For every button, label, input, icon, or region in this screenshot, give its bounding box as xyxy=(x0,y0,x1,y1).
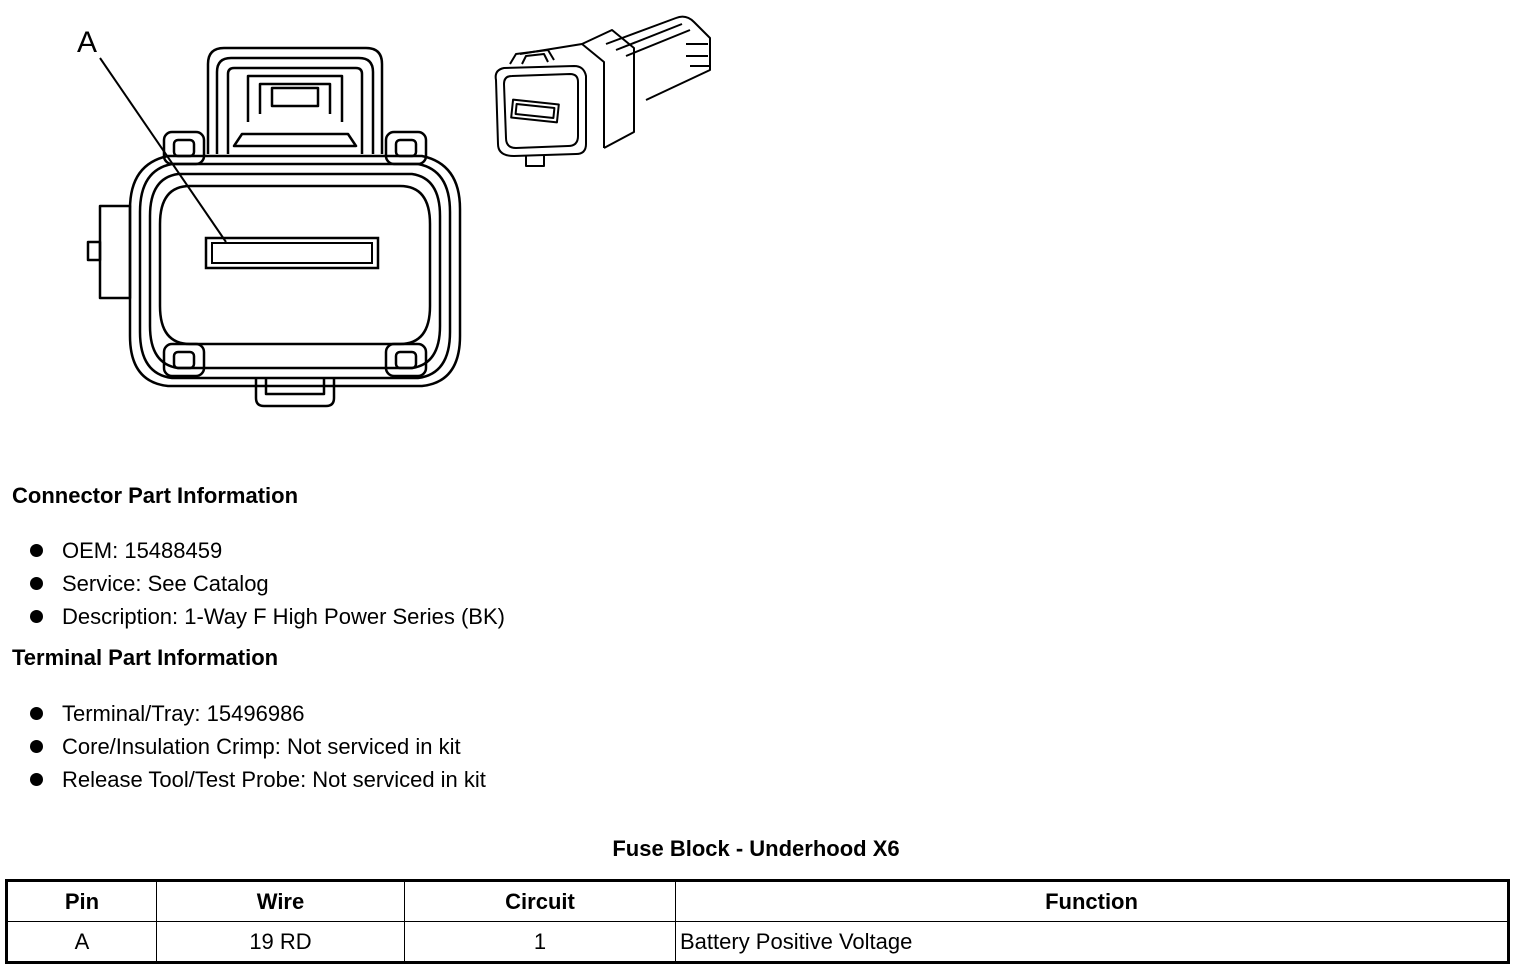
list-item: OEM: 15488459 xyxy=(28,534,505,567)
list-item-text: Terminal/Tray: 15496986 xyxy=(62,701,305,726)
list-item-text: Core/Insulation Crimp: Not serviced in k… xyxy=(62,734,461,759)
cell-wire: 19 RD xyxy=(156,921,405,963)
pin-table-title: Fuse Block - Underhood X6 xyxy=(612,836,900,861)
list-item: Core/Insulation Crimp: Not serviced in k… xyxy=(28,730,486,763)
terminal-info-heading: Terminal Part Information xyxy=(12,645,279,670)
connector-info-list: OEM: 15488459 Service: See Catalog Descr… xyxy=(28,534,505,633)
bullet-icon xyxy=(30,610,43,623)
column-header-circuit: Circuit xyxy=(404,880,676,922)
list-item: Terminal/Tray: 15496986 xyxy=(28,697,486,730)
bullet-icon xyxy=(30,577,43,590)
list-item-text: Service: See Catalog xyxy=(62,571,269,596)
cell-pin: A xyxy=(6,921,157,963)
list-item: Service: See Catalog xyxy=(28,567,505,600)
connector-face-diagram: A xyxy=(77,26,462,408)
table-header-row: Pin Wire Circuit Function xyxy=(6,880,1509,922)
connector-info-heading: Connector Part Information xyxy=(12,483,299,508)
cell-function: Battery Positive Voltage xyxy=(675,921,1509,963)
list-item-text: Release Tool/Test Probe: Not serviced in… xyxy=(62,767,486,792)
cell-circuit: 1 xyxy=(404,921,676,963)
column-header-wire: Wire xyxy=(156,880,405,922)
bullet-icon xyxy=(30,773,43,786)
terminal-slot-a xyxy=(204,236,380,270)
list-item: Description: 1-Way F High Power Series (… xyxy=(28,600,505,633)
terminal-slot-inner xyxy=(211,242,373,264)
column-header-function: Function xyxy=(675,880,1509,922)
list-item-text: Description: 1-Way F High Power Series (… xyxy=(62,604,505,629)
bullet-icon xyxy=(30,740,43,753)
terminal-info-list: Terminal/Tray: 15496986 Core/Insulation … xyxy=(28,697,486,796)
pin-callout-label: A xyxy=(77,26,97,59)
column-header-pin: Pin xyxy=(6,880,157,922)
list-item: Release Tool/Test Probe: Not serviced in… xyxy=(28,763,486,796)
pin-table: Pin Wire Circuit Function A 19 RD 1 Batt… xyxy=(5,879,1510,964)
connector-body xyxy=(86,46,462,408)
connector-isometric-diagram xyxy=(494,15,711,167)
bullet-icon xyxy=(30,544,43,557)
bullet-icon xyxy=(30,707,43,720)
table-row: A 19 RD 1 Battery Positive Voltage xyxy=(6,921,1509,963)
list-item-text: OEM: 15488459 xyxy=(62,538,223,563)
